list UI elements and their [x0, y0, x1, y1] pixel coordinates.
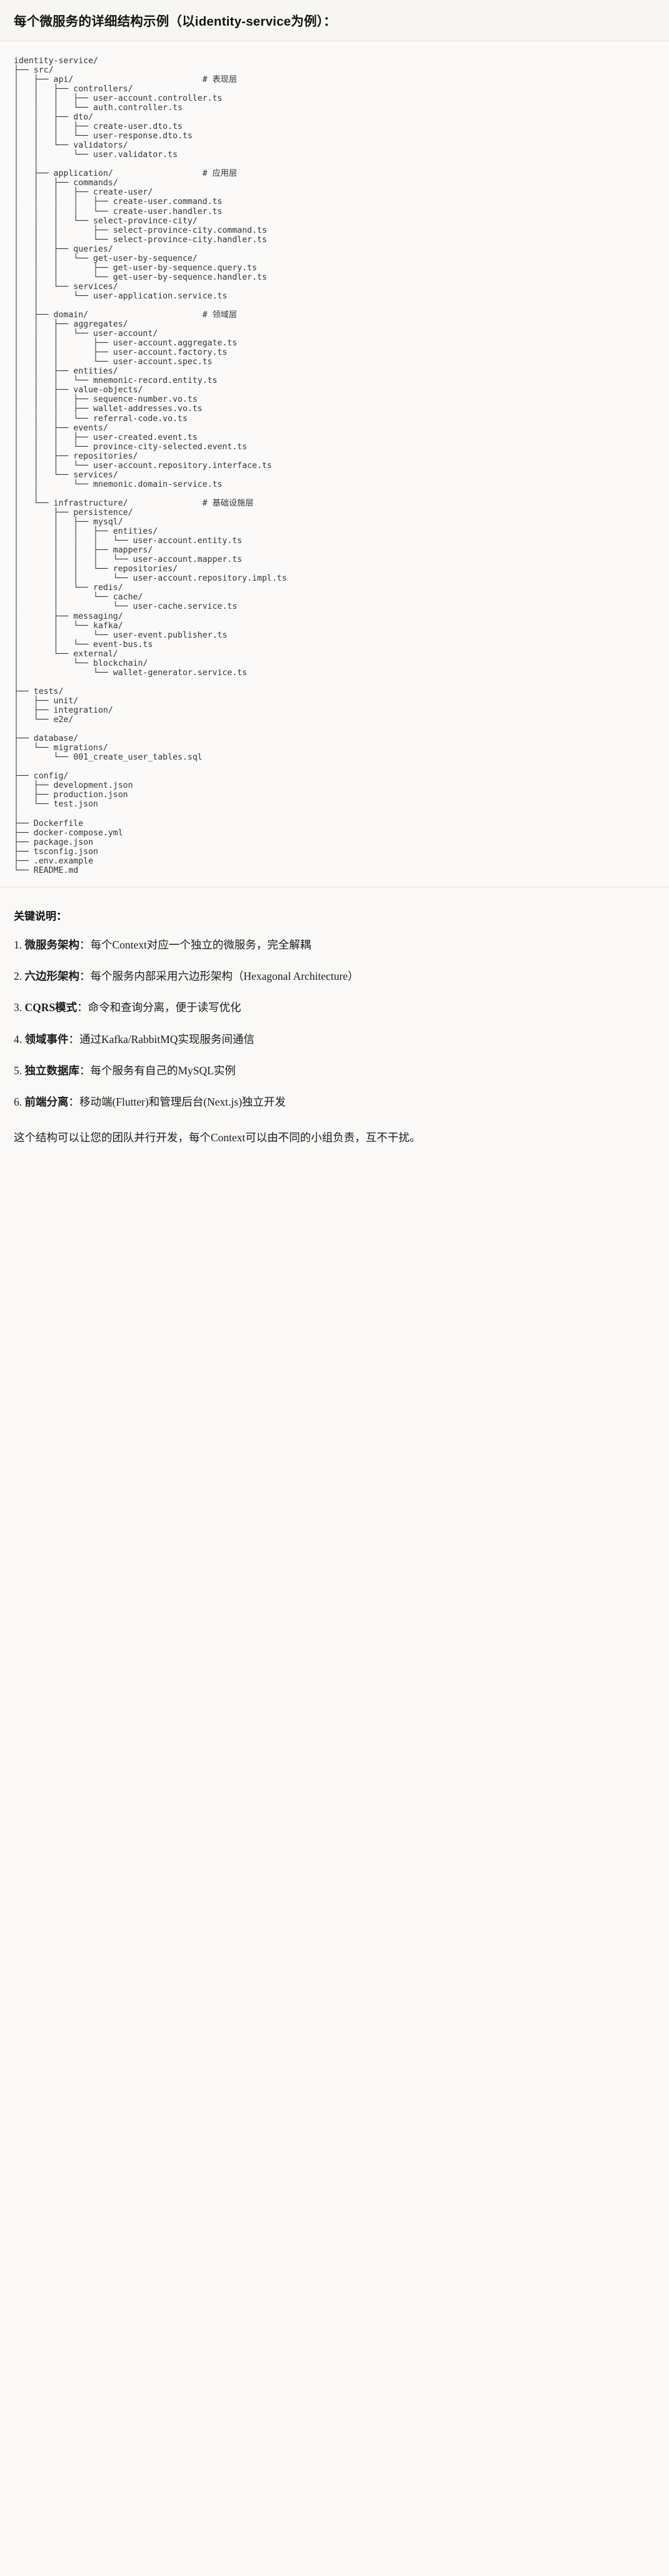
key-desc: ：通过Kafka/RabbitMQ实现服务间通信	[68, 1032, 254, 1046]
key-desc: ：每个Context对应一个独立的微服务，完全解耦	[79, 938, 311, 951]
key-term: 微服务架构	[24, 938, 80, 951]
directory-tree: identity-service/ ├── src/ │ ├── api/ # …	[14, 56, 287, 875]
list-item: 六边形架构：每个服务内部采用六边形架构（Hexagonal Architectu…	[14, 968, 655, 984]
closing-paragraph: 这个结构可以让您的团队并行开发，每个Context可以由不同的小组负责，互不干扰…	[14, 1131, 421, 1144]
key-points-title: 关键说明：	[14, 910, 67, 922]
key-term: 独立数据库	[24, 1064, 80, 1077]
key-points-list: 微服务架构：每个Context对应一个独立的微服务，完全解耦 六边形架构：每个服…	[14, 937, 655, 1111]
list-item: 独立数据库：每个服务有自己的MySQL实例	[14, 1062, 655, 1079]
key-term: 前端分离	[24, 1096, 69, 1109]
key-points-block: 关键说明： 微服务架构：每个Context对应一个独立的微服务，完全解耦 六边形…	[0, 887, 669, 1168]
document-page: 每个微服务的详细结构示例（以identity-service为例）： ident…	[0, 0, 669, 1168]
key-desc: ：移动端(Flutter)和管理后台(Next.js)独立开发	[68, 1096, 286, 1109]
list-item: 领域事件：通过Kafka/RabbitMQ实现服务间通信	[14, 1031, 655, 1047]
key-term: CQRS模式	[24, 1001, 78, 1014]
key-desc: ：每个服务有自己的MySQL实例	[79, 1064, 236, 1077]
key-desc: ：每个服务内部采用六边形架构（Hexagonal Architecture）	[79, 970, 359, 983]
key-term: 领域事件	[24, 1032, 69, 1046]
directory-tree-block: identity-service/ ├── src/ │ ├── api/ # …	[0, 41, 669, 887]
key-desc: ：命令和查询分离，便于读写优化	[77, 1001, 241, 1014]
list-item: CQRS模式：命令和查询分离，便于读写优化	[14, 999, 655, 1016]
list-item: 前端分离：移动端(Flutter)和管理后台(Next.js)独立开发	[14, 1094, 655, 1110]
key-term: 六边形架构	[24, 970, 80, 983]
list-item: 微服务架构：每个Context对应一个独立的微服务，完全解耦	[14, 937, 655, 953]
page-title: 每个微服务的详细结构示例（以identity-service为例）：	[0, 0, 669, 41]
